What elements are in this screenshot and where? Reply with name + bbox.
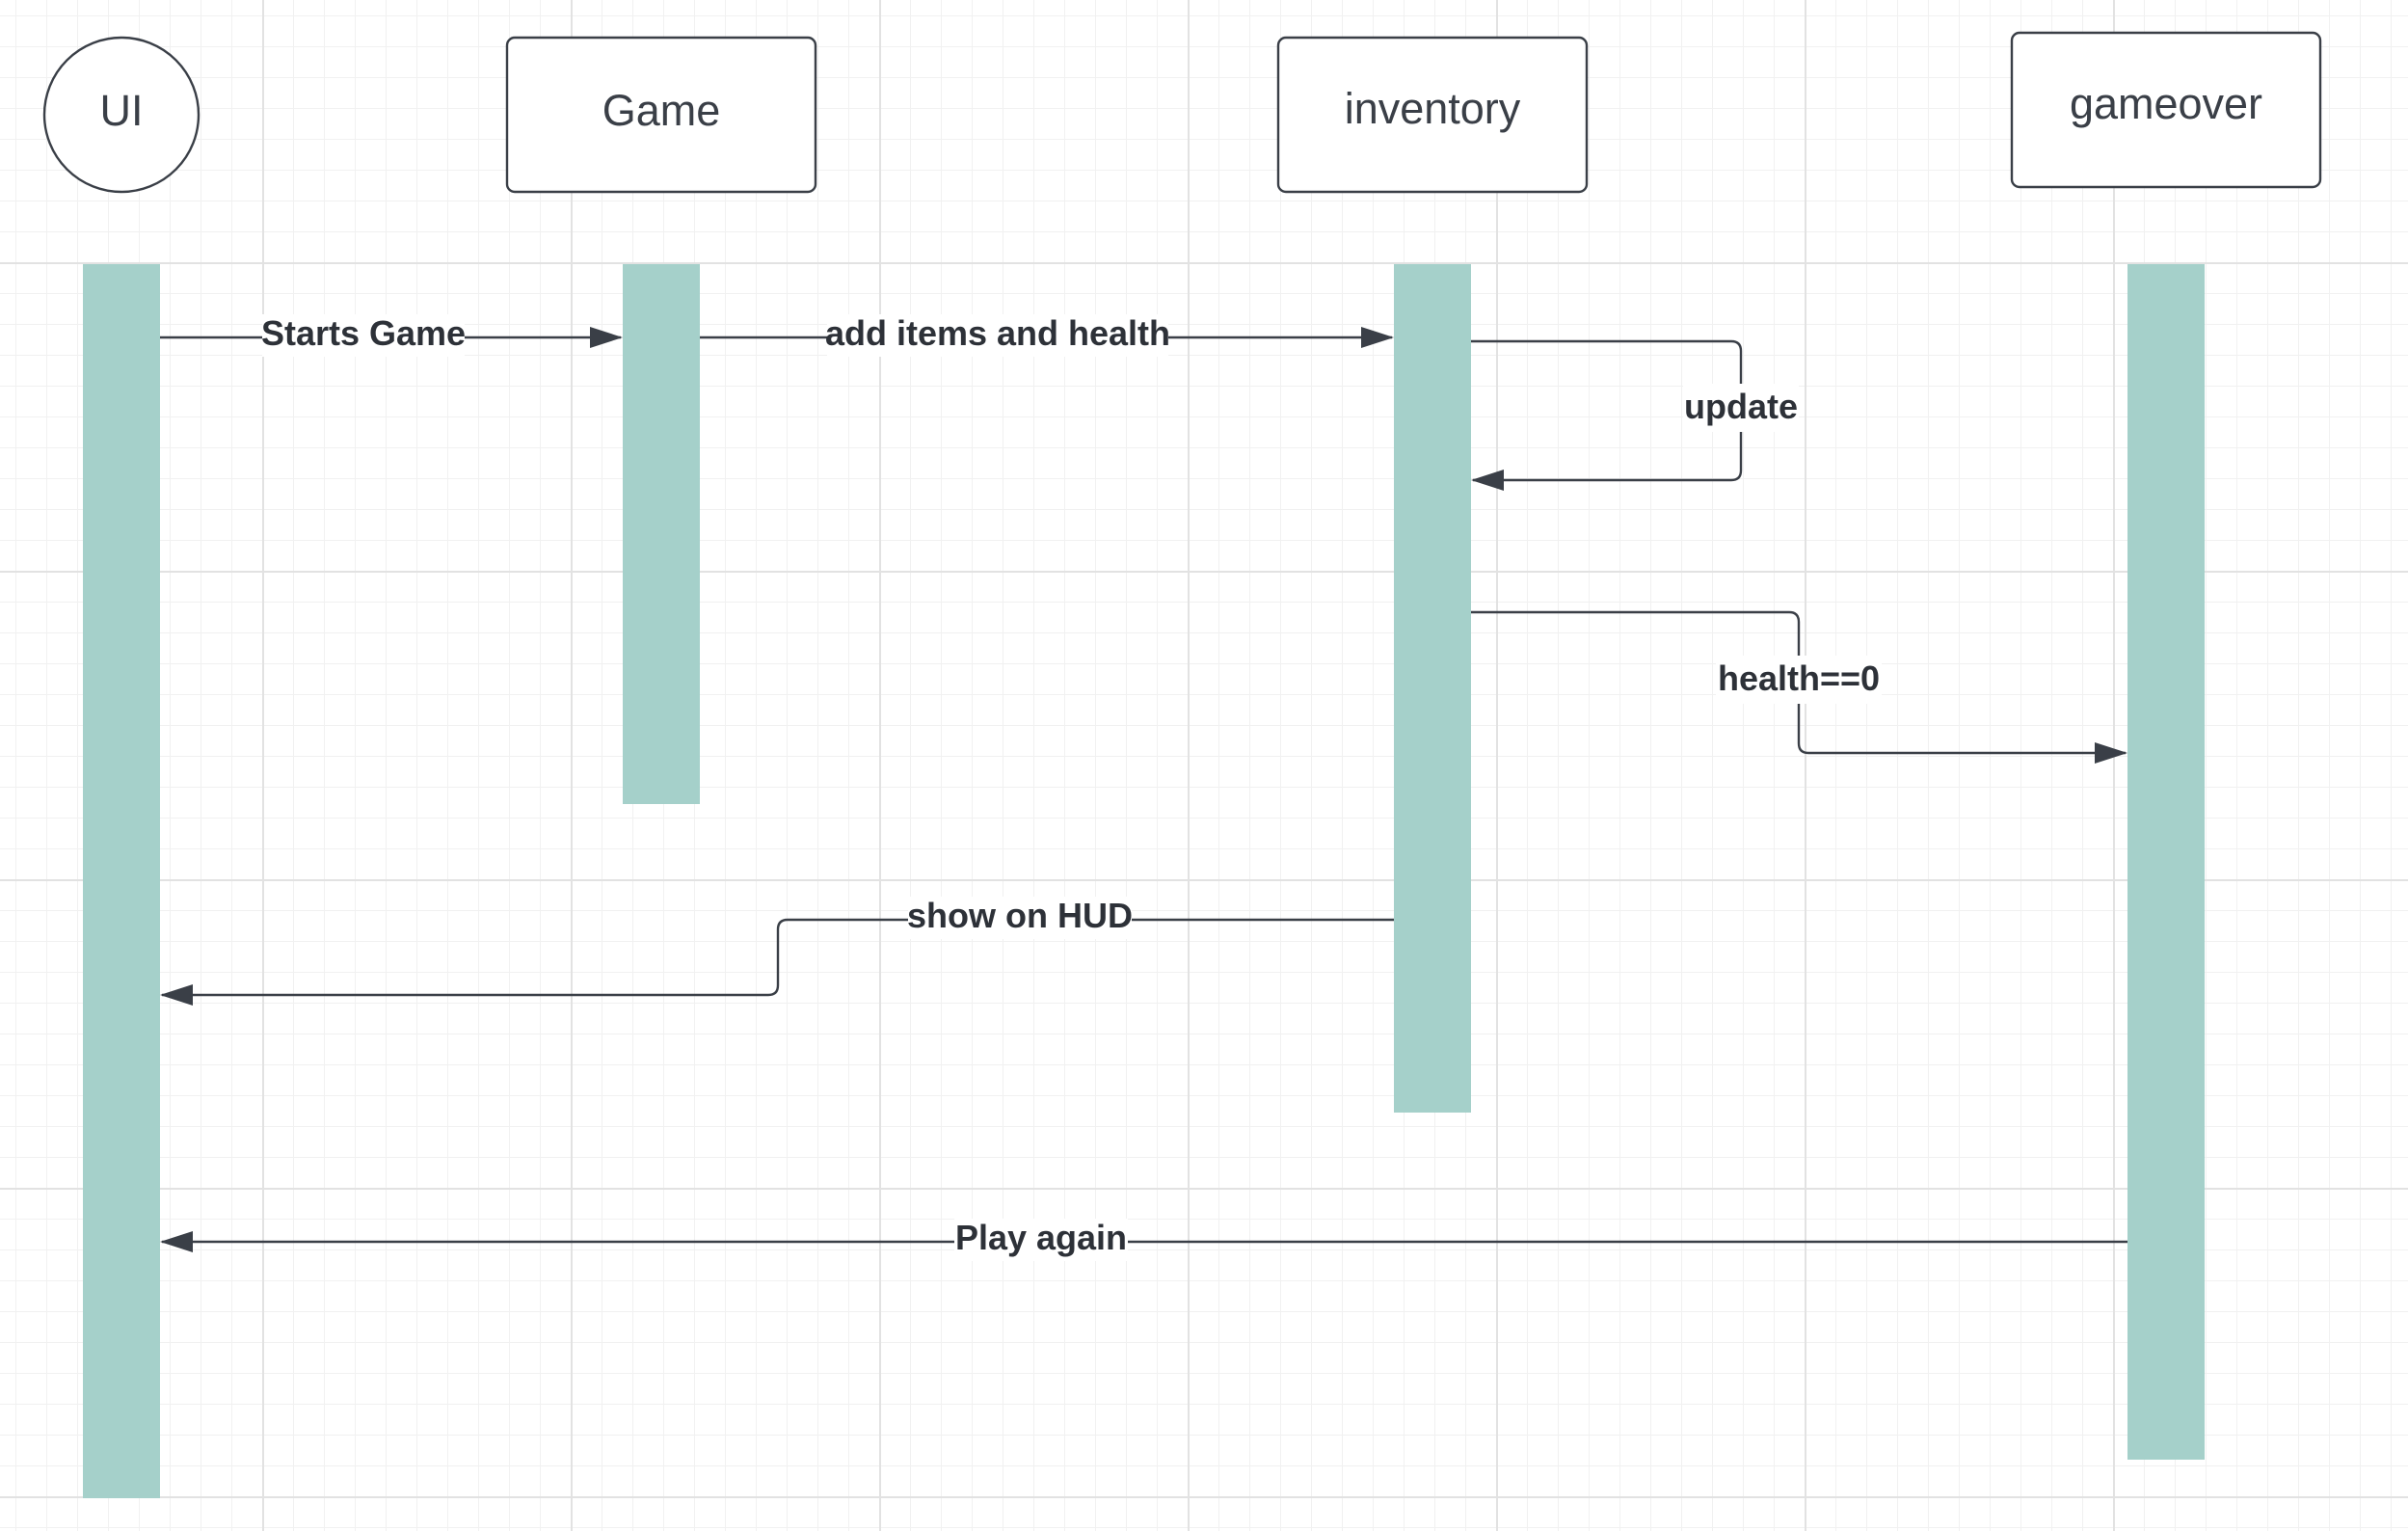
activation-bar-gameover[interactable] bbox=[2127, 264, 2205, 1460]
activation-bar-ui[interactable] bbox=[83, 264, 160, 1498]
participant-gameover[interactable]: gameover bbox=[2010, 31, 2322, 189]
message-starts-game-label-bg bbox=[262, 314, 465, 357]
participant-game-box bbox=[505, 36, 817, 194]
message-starts-game[interactable]: Starts Game bbox=[160, 313, 623, 357]
message-play-again-label-bg bbox=[954, 1219, 1128, 1261]
message-show-on-hud-arrow bbox=[160, 918, 1394, 1006]
message-play-again-label: Play again bbox=[955, 1218, 1127, 1257]
message-show-on-hud-label-bg bbox=[908, 897, 1132, 939]
participant-ui-circle bbox=[42, 36, 201, 194]
participant-inventory-box bbox=[1276, 36, 1589, 194]
participant-gameover-box bbox=[2010, 31, 2322, 189]
message-add-items-and-health[interactable]: add items and health bbox=[700, 313, 1394, 357]
message-add-items-and-health-label-bg bbox=[827, 314, 1168, 357]
participant-ui[interactable]: UI bbox=[42, 36, 201, 194]
message-starts-game-label: Starts Game bbox=[261, 313, 466, 353]
message-play-again[interactable]: Play again bbox=[160, 1218, 2127, 1261]
activation-bar-game[interactable] bbox=[623, 264, 700, 804]
message-show-on-hud-label: show on HUD bbox=[907, 896, 1133, 935]
participant-game-label: Game bbox=[602, 86, 721, 135]
participant-inventory-label: inventory bbox=[1345, 84, 1521, 133]
activation-bar-inventory[interactable] bbox=[1394, 264, 1471, 1113]
message-health-zero[interactable]: health==0 bbox=[1471, 610, 2127, 764]
message-health-zero-label: health==0 bbox=[1718, 658, 1880, 698]
message-update-label: update bbox=[1684, 387, 1798, 426]
message-add-items-and-health-label: add items and health bbox=[825, 313, 1170, 353]
message-update[interactable]: update bbox=[1471, 339, 1799, 491]
participant-ui-label: UI bbox=[100, 86, 144, 135]
participant-game[interactable]: Game bbox=[505, 36, 817, 194]
message-show-on-hud[interactable]: show on HUD bbox=[160, 896, 1394, 1006]
message-update-label-bg bbox=[1683, 384, 1799, 432]
message-health-zero-label-bg bbox=[1716, 656, 1882, 704]
participant-inventory[interactable]: inventory bbox=[1276, 36, 1589, 194]
participant-gameover-label: gameover bbox=[2070, 79, 2262, 128]
